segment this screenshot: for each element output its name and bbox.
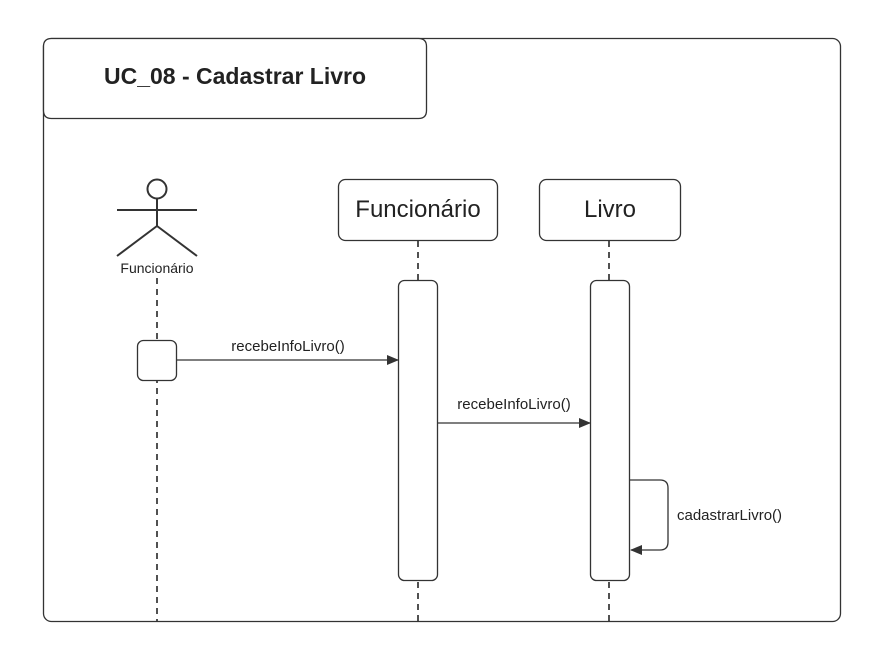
funcionario-lifeline-label: Funcionário (355, 196, 480, 223)
funcionario-lifeline-head (337, 178, 499, 242)
message-2-label: recebeInfoLivro() (457, 396, 570, 413)
livro-activation (589, 279, 631, 582)
livro-lifeline-label: Livro (584, 196, 636, 223)
actor-icon (116, 178, 198, 257)
actor-activation (136, 339, 178, 382)
frame-title: UC_08 - Cadastrar Livro (104, 63, 366, 89)
actor-label: Funcionário (120, 260, 193, 276)
funcionario-activation (397, 279, 439, 582)
diagram-frame (42, 37, 842, 623)
message-3-arrow (630, 479, 669, 555)
message-1-label: recebeInfoLivro() (231, 338, 344, 355)
frame-title-tab (42, 37, 428, 120)
livro-lifeline-head (538, 178, 682, 242)
message-3-label: cadastrarLivro() (677, 507, 782, 524)
